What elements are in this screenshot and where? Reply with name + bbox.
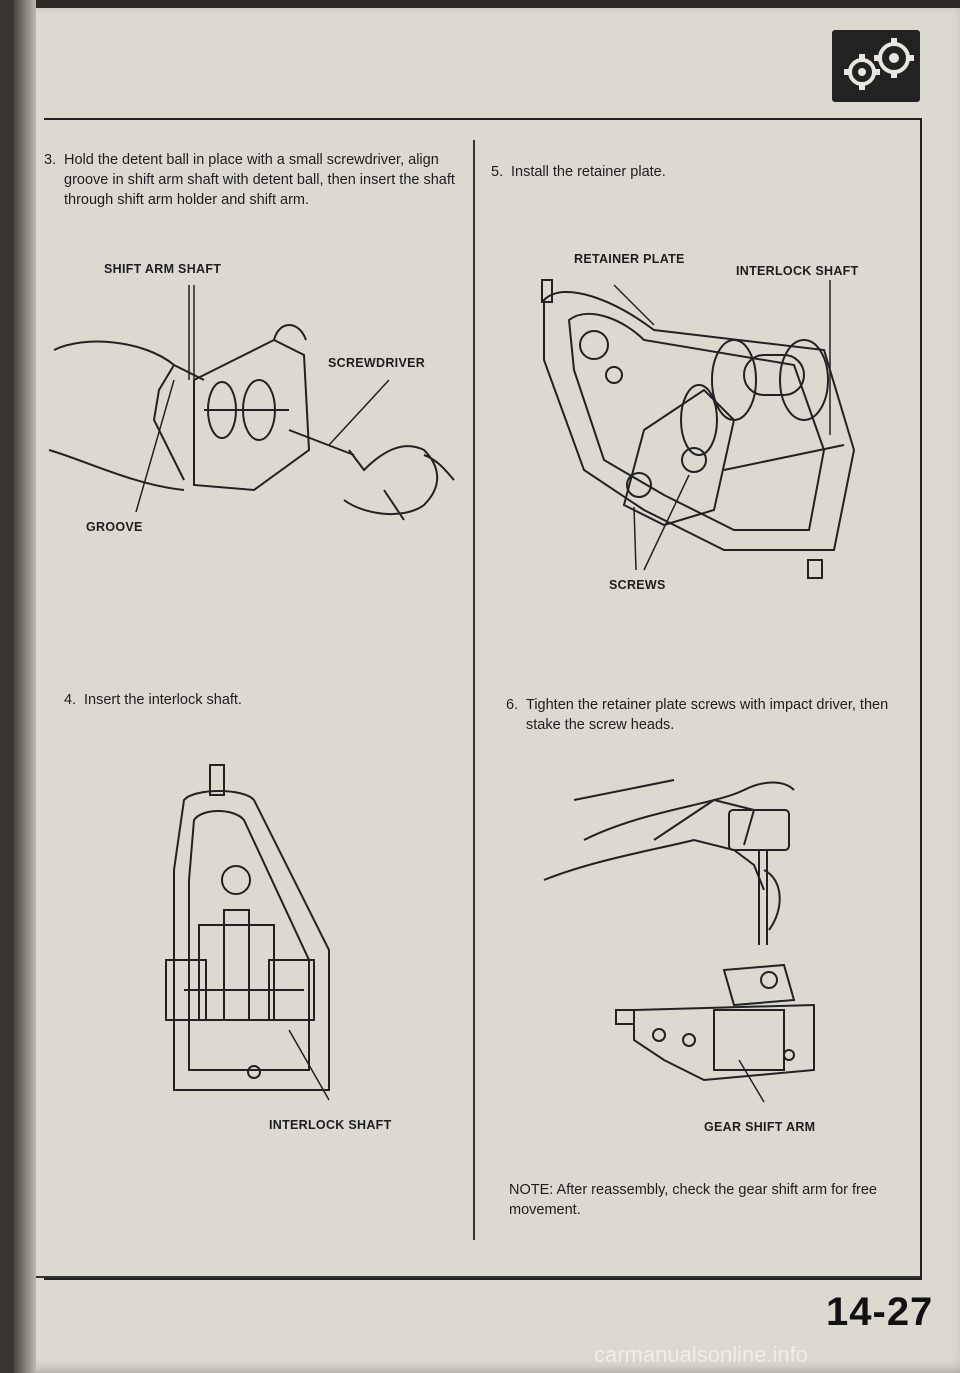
step-5: 5. Install the retainer plate.: [491, 162, 901, 182]
step-number: 6.: [506, 697, 519, 713]
label-retainer-plate: RETAINER PLATE: [574, 252, 685, 266]
figure-shift-arm-install: [48, 285, 455, 521]
step-text: Insert the interlock shaft.: [84, 692, 242, 708]
label-groove: GROOVE: [86, 520, 143, 534]
step-number: 3.: [44, 152, 57, 168]
content-frame: [44, 118, 922, 1280]
top-edge: [36, 0, 960, 8]
manual-page: 3. Hold the detent ball in place with a …: [14, 0, 960, 1373]
page-number: 14-27: [826, 1290, 934, 1334]
step-6: 6. Tighten the retainer plate screws wit…: [506, 695, 901, 735]
figure-stake-screw-heads: [543, 779, 815, 1103]
label-shift-arm-shaft: SHIFT ARM SHAFT: [104, 262, 222, 276]
watermark: carmanualsonline.info: [594, 1342, 809, 1367]
label-interlock-shaft-top: INTERLOCK SHAFT: [736, 264, 859, 278]
step-4: 4. Insert the interlock shaft.: [64, 690, 464, 710]
step-number: 4.: [64, 692, 77, 708]
label-gear-shift-arm: GEAR SHIFT ARM: [704, 1120, 816, 1134]
column-divider: [473, 140, 475, 1240]
label-screws: SCREWS: [609, 578, 666, 592]
step-number: 5.: [491, 164, 504, 180]
label-interlock-shaft-bottom: INTERLOCK SHAFT: [269, 1118, 392, 1132]
step-text: Tighten the retainer plate screws with i…: [526, 697, 889, 733]
figure-retainer-plate: [541, 279, 856, 579]
step-3: 3. Hold the detent ball in place with a …: [44, 150, 459, 210]
footer-rule: [36, 1276, 920, 1278]
step-text: Install the retainer plate.: [511, 164, 666, 180]
label-screwdriver: SCREWDRIVER: [328, 356, 426, 370]
binding-shadow: [14, 0, 36, 1373]
figure-interlock-shaft: [165, 764, 330, 1101]
note-text: NOTE: After reassembly, check the gear s…: [509, 1182, 878, 1218]
gears-icon: [832, 30, 920, 102]
step-text: Hold the detent ball in place with a sma…: [64, 152, 455, 208]
